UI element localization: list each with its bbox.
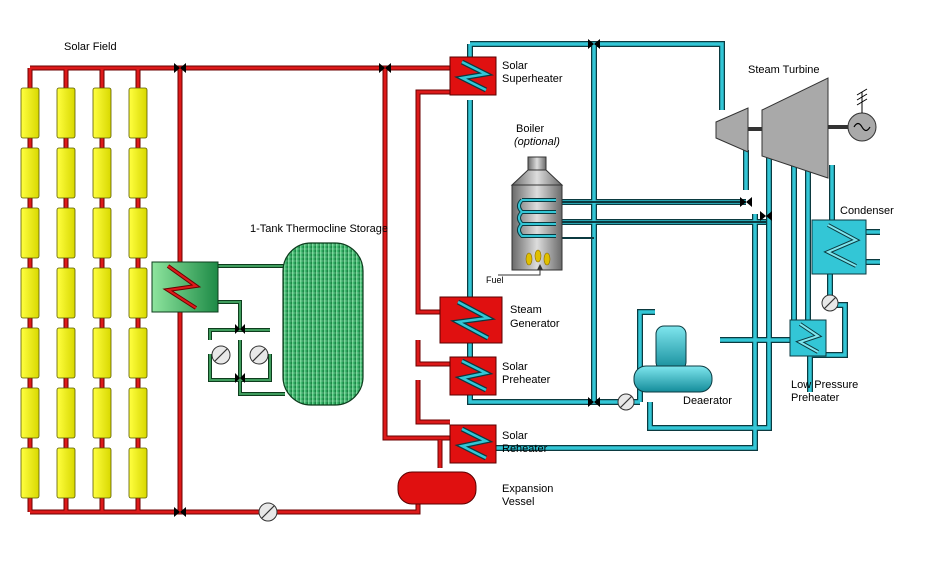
- storage-valve-icon: [235, 324, 245, 383]
- steam-turbine: Steam Turbine: [715, 64, 850, 179]
- deaerator: Deaerator: [633, 325, 732, 407]
- lp-preheater-label-1: Low Pressure: [791, 379, 858, 391]
- steam-turbine-label: Steam Turbine: [748, 64, 820, 76]
- expansion-vessel: Expansion Vessel: [397, 471, 553, 508]
- generator-icon: [847, 88, 877, 142]
- flame-icon: [525, 249, 551, 266]
- steam-generator-label-1: Steam: [510, 304, 542, 316]
- low-pressure-preheater: Low Pressure Preheater: [789, 319, 858, 404]
- solar-field-label: Solar Field: [64, 41, 117, 53]
- solar-preheater: Solar Preheater: [449, 356, 551, 396]
- solar-reheater: Solar Reheater: [449, 424, 548, 464]
- collector-array: [20, 87, 148, 499]
- superheater-label-1: Solar: [502, 60, 528, 72]
- condenser: Condenser: [811, 205, 894, 275]
- boiler-optional-label: (optional): [514, 136, 560, 148]
- thermocline-storage: 1-Tank Thermocline Storage: [151, 223, 388, 406]
- superheater-label-2: Superheater: [502, 73, 563, 85]
- reheater-label-2: Reheater: [502, 443, 548, 455]
- fuel-label: Fuel: [486, 275, 504, 285]
- water-valve-icon: [588, 39, 772, 407]
- preheater-label-1: Solar: [502, 361, 528, 373]
- storage-label: 1-Tank Thermocline Storage: [250, 223, 388, 235]
- condenser-label: Condenser: [840, 205, 894, 217]
- feedwater-pump-icon: [617, 393, 635, 411]
- expansion-vessel-label-2: Vessel: [502, 496, 534, 508]
- condensate-pump-icon: [821, 294, 839, 312]
- storage-tank: [282, 242, 364, 406]
- boiler: Fuel Boiler (optional): [486, 123, 564, 285]
- steam-generator: Steam Generator: [439, 296, 560, 344]
- expansion-vessel-label-1: Expansion: [502, 483, 553, 495]
- valve-icon: [174, 63, 391, 517]
- solar-superheater: Solar Superheater: [449, 56, 563, 96]
- reheater-label-1: Solar: [502, 430, 528, 442]
- solar-field: Solar Field: [20, 41, 385, 515]
- htf-pump-icon: [258, 502, 278, 522]
- storage-pump-icon: [211, 345, 269, 365]
- boiler-label: Boiler: [516, 123, 544, 135]
- steam-generator-label-2: Generator: [510, 318, 560, 330]
- deaerator-label: Deaerator: [683, 395, 732, 407]
- preheater-label-2: Preheater: [502, 374, 551, 386]
- lp-preheater-label-2: Preheater: [791, 392, 840, 404]
